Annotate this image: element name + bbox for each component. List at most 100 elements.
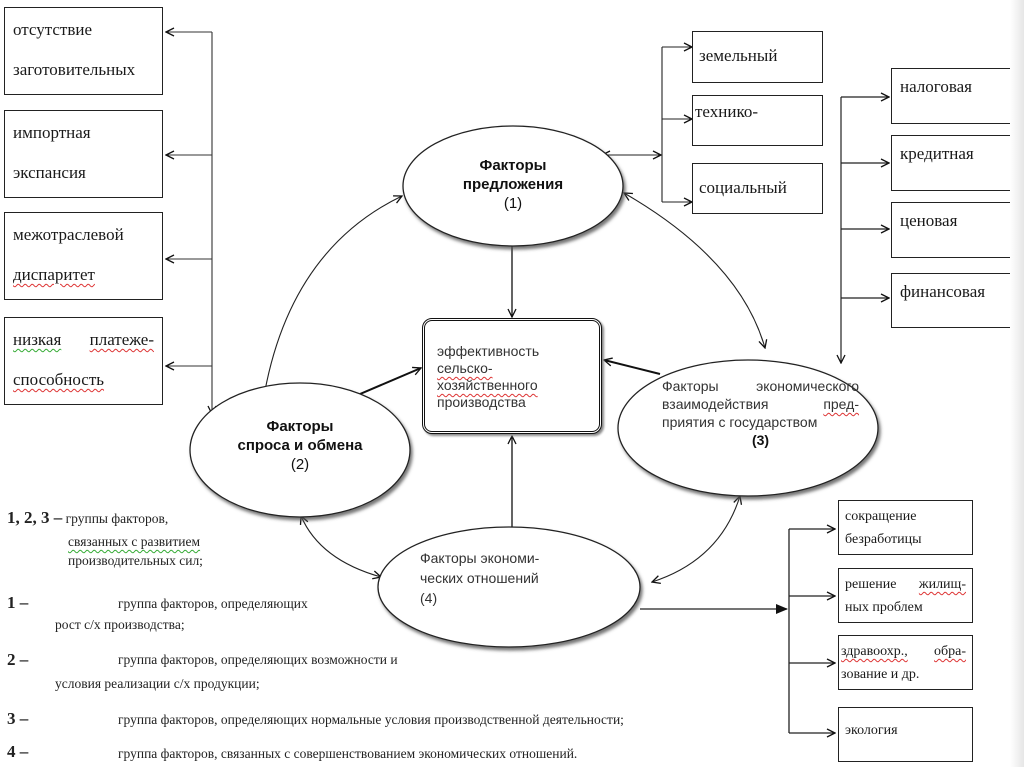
relations-ellipse <box>377 526 641 648</box>
label-line: Факторы экономи- <box>420 550 540 566</box>
box-label: технико- <box>695 102 759 121</box>
legend-key: 1, 2, 3 – <box>7 508 63 527</box>
word: низкая <box>13 330 62 349</box>
br-box-housing: решение жилищ- ных проблем <box>838 568 973 623</box>
legend-text: группы факторов, <box>65 511 169 526</box>
box-text-line: заготовительных <box>13 60 136 79</box>
legend-item-123: 1, 2, 3 – группы факторов, <box>7 508 168 528</box>
box-text-line: низкая платеже- <box>13 320 154 360</box>
box-text-line: сокращение <box>845 509 917 524</box>
left-box-procurement: отсутствие заготовительных <box>4 7 163 95</box>
br-box-unemployment: сокращение безработицы <box>838 500 973 555</box>
right-box-finance: финансовая <box>891 273 1022 328</box>
br-box-ecology: экология <box>838 707 973 762</box>
legend-text: группа факторов, связанных с совершенств… <box>118 746 578 761</box>
legend-item-2-text2: условия реализации с/х продукции; <box>55 676 260 692</box>
br-box-health-education: здравоохр., обра- зование и др. <box>838 635 973 690</box>
top-box-social: социальный <box>692 163 823 214</box>
legend-item-123-cont: связанных с развитием производительных с… <box>68 532 203 570</box>
legend-item-1-text: группа факторов, определяющих <box>118 596 308 612</box>
right-box-price: ценовая <box>891 202 1022 258</box>
legend-key: 1 – <box>7 593 29 612</box>
legend-text: условия реализации с/х продукции; <box>55 676 260 691</box>
legend-text: производительных сил; <box>68 553 203 568</box>
box-label: налоговая <box>900 77 972 96</box>
supply-ellipse-label: Факторы предложения (1) <box>433 156 593 213</box>
legend-key: 3 – <box>7 709 29 728</box>
label-line: ческих отношений <box>420 570 539 586</box>
legend-item-3: 3 – <box>7 709 28 729</box>
center-line: сельско- <box>437 360 493 376</box>
legend-text: группа факторов, определяющих <box>118 596 308 611</box>
page-edge-shadow <box>1010 0 1024 767</box>
box-text-line: ных проблем <box>845 600 923 615</box>
box-label: кредитная <box>900 144 974 163</box>
label-line: спроса и обмена <box>237 437 363 454</box>
box-label: финансовая <box>900 282 986 301</box>
top-box-technical: технико- <box>692 95 823 146</box>
box-text-line: межотраслевой <box>13 225 124 244</box>
word: обра- <box>934 644 966 659</box>
label-line: взаимодействия пред- <box>662 395 859 413</box>
word: взаимодействия <box>662 396 769 412</box>
left-bus-connector <box>166 32 212 414</box>
box-label: ценовая <box>900 211 958 230</box>
word: Факторы <box>662 378 719 394</box>
relations-ellipse-label: Факторы экономи- ческих отношений (4) <box>420 548 600 608</box>
legend-text: рост с/х производства; <box>55 617 185 632</box>
right-box-credit: кредитная <box>891 135 1022 191</box>
demand-ellipse <box>189 382 411 518</box>
box-text-line: зование и др. <box>841 667 920 682</box>
word: жилищ- <box>918 577 966 592</box>
legend-item-2: 2 – <box>7 650 28 670</box>
box-text-line: диспаритет <box>13 265 95 284</box>
legend-text: связанных с развитием <box>68 534 201 549</box>
supply-ellipse <box>402 125 624 247</box>
legend-item-4: 4 – <box>7 742 28 762</box>
label-line: Факторы <box>266 418 334 435</box>
box-text-line: экология <box>845 723 898 738</box>
left-box-import-expansion: импортная экспансия <box>4 110 163 198</box>
box-text-line: импортная <box>13 123 91 142</box>
label-line: предложения <box>462 176 564 193</box>
label-line: Факторы экономического <box>662 377 859 395</box>
center-line: хозяйственного <box>437 377 538 393</box>
box-text-line: безработицы <box>845 532 922 547</box>
bottom-right-bus-connector <box>640 529 835 733</box>
label-line: (3) <box>751 432 770 448</box>
box-text-line: решение жилищ- <box>845 573 966 596</box>
box-label: земельный <box>699 46 778 65</box>
center-efficiency-box: эффективность сельско- хозяйственного пр… <box>422 318 602 434</box>
center-line: производства <box>437 394 526 410</box>
label-line: приятия с государством <box>662 414 818 430</box>
label-line: (1) <box>503 195 523 212</box>
label-line: Факторы <box>479 157 547 174</box>
legend-key: 2 – <box>7 650 29 669</box>
demand-ellipse-label: Факторы спроса и обмена (2) <box>220 417 380 474</box>
box-text-line: экспансия <box>13 163 86 182</box>
box-label: социальный <box>699 178 787 197</box>
legend-item-3-text: группа факторов, определяющих нормальные… <box>118 712 624 728</box>
center-line: эффективность <box>437 343 540 359</box>
legend-item-4-text: группа факторов, связанных с совершенств… <box>118 746 577 762</box>
legend-item-1-text2: рост с/х производства; <box>55 617 185 633</box>
box-text-line: отсутствие <box>13 20 93 39</box>
legend-item-1: 1 – <box>7 593 28 613</box>
legend-text: группа факторов, определяющих возможност… <box>118 652 398 667</box>
box-text-line: здравоохр., обра- <box>841 640 966 663</box>
word: экономического <box>756 378 859 394</box>
left-box-disparity: межотраслевой диспаритет <box>4 212 163 300</box>
legend-text: группа факторов, определяющих нормальные… <box>118 712 624 727</box>
word: платеже- <box>89 330 154 349</box>
word: пред- <box>823 396 859 412</box>
legend-item-2-text: группа факторов, определяющих возможност… <box>118 652 398 668</box>
state-ellipse <box>617 359 879 497</box>
box-text-line: способность <box>13 370 105 389</box>
left-box-low-solvency: низкая платеже- способность <box>4 317 163 405</box>
label-line: (2) <box>290 456 310 473</box>
word: здравоохр., <box>841 644 908 659</box>
word: решение <box>845 577 897 592</box>
right-bus-connector <box>841 97 889 363</box>
